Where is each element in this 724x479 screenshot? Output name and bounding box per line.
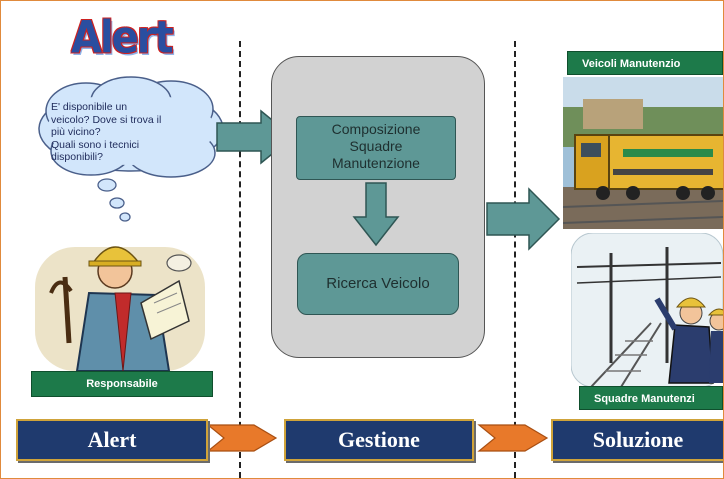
arrow-to-results <box>486 187 561 251</box>
stage-gestione-label: Gestione <box>284 419 474 461</box>
composizione-box: Composizione Squadre Manutenzione <box>296 116 456 180</box>
composizione-line: Squadre <box>349 138 403 154</box>
stage-soluzione-label: Soluzione <box>551 419 723 461</box>
responsabile-label: Responsabile <box>31 371 213 397</box>
cloud-line: Quali sono i tecnici <box>51 138 140 151</box>
cloud-line: più vicino? <box>51 126 101 138</box>
cloud-question-text: E' disponibile un veicolo? Dove si trova… <box>51 101 201 164</box>
worker-illustration <box>35 246 205 372</box>
cloud-line: veicolo? Dove si trova il <box>51 113 162 126</box>
chevron-arrow-2 <box>477 424 549 452</box>
maintenance-team-illustration <box>571 233 723 387</box>
veicoli-label: Veicoli Manutenzio <box>567 51 723 75</box>
chevron-arrow-1 <box>206 424 278 452</box>
stage-alert-label: Alert <box>16 419 208 461</box>
thought-cloud <box>38 76 224 222</box>
separator-line-right <box>514 41 516 478</box>
ricerca-veicolo-box: Ricerca Veicolo <box>297 253 459 315</box>
cloud-line: E' disponibile un <box>51 101 128 113</box>
alert-title: Alert <box>71 12 174 64</box>
maintenance-train-photo <box>563 77 723 229</box>
composizione-line: Manutenzione <box>332 155 420 171</box>
cloud-line: disponibili? <box>51 151 103 163</box>
arrow-down <box>352 182 400 247</box>
separator-line-left <box>239 41 241 478</box>
composizione-line: Composizione <box>331 121 421 137</box>
squadre-label: Squadre Manutenzi <box>579 386 723 410</box>
